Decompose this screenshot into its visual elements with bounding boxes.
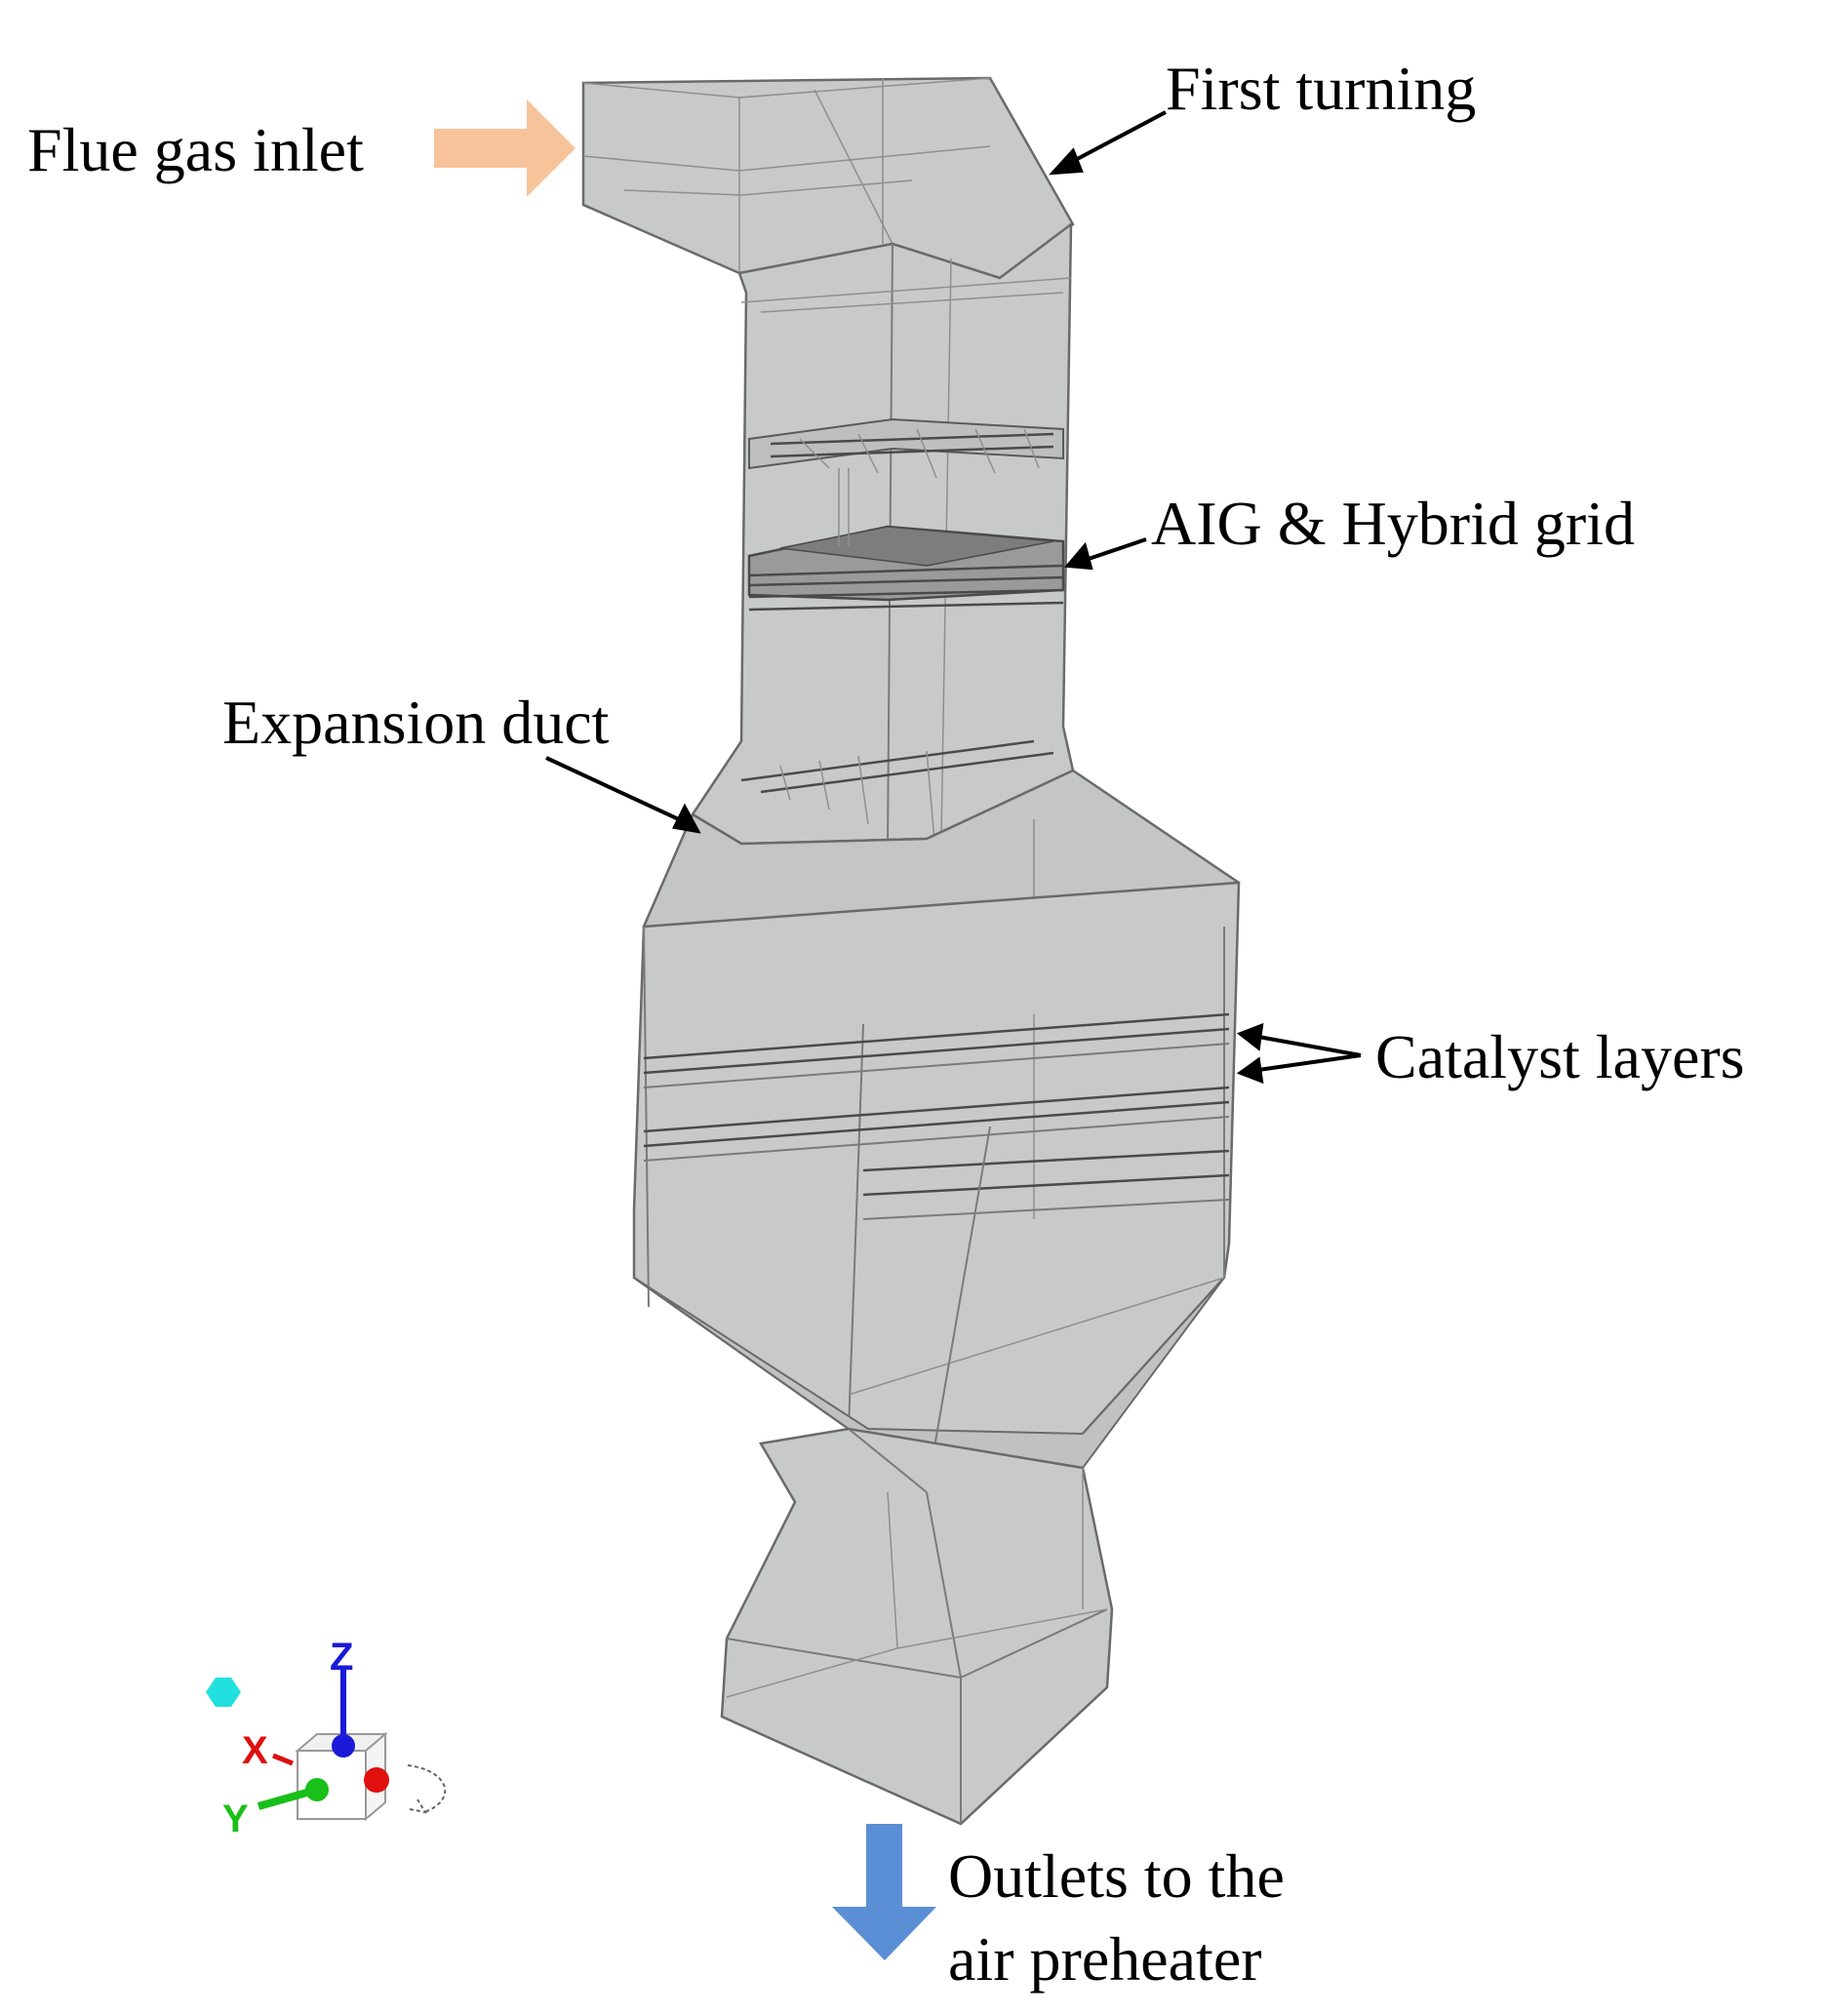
triad-y-label: Y	[222, 1798, 249, 1840]
outlet-duct	[720, 1427, 1114, 1826]
expansion-duct-pointer	[545, 756, 684, 823]
catalyst-layer-bands	[643, 1012, 1230, 1220]
inlet-label: Flue gas inlet	[27, 115, 364, 184]
outlet-label-line1: Outlets to the	[948, 1841, 1285, 1911]
triad-x-label: X	[242, 1729, 268, 1772]
rotate-icon[interactable]	[407, 1764, 447, 1814]
first-turning-pointer	[1067, 110, 1167, 166]
inlet-duct	[581, 76, 1075, 280]
inlet-flow-arrow	[434, 99, 576, 197]
catalyst-layers-label: Catalyst layers	[1375, 1022, 1745, 1091]
scr-duct-model	[581, 76, 1241, 1826]
triad-z-label: Z	[330, 1636, 353, 1679]
outlet-flow-arrow	[832, 1824, 936, 1960]
catalyst-layer-pointer-1	[1257, 1035, 1362, 1057]
hybrid-grid	[747, 468, 1065, 612]
first-turning-label: First turning	[1166, 54, 1476, 123]
aig-grid-pointer	[1082, 537, 1147, 563]
aig-upper-grid	[748, 417, 1064, 479]
catalyst-layer-pointer-2	[1257, 1053, 1362, 1072]
expansion-duct-label: Expansion duct	[222, 688, 610, 757]
outlet-label-line2: air preheater	[948, 1924, 1262, 1994]
aig-grid-label: AIG & Hybrid grid	[1151, 489, 1635, 558]
triad-cyan-dot	[206, 1678, 241, 1707]
triad-face-dot	[364, 1767, 389, 1793]
injection-lances	[740, 739, 1084, 864]
callout-arrows	[545, 110, 1362, 1085]
axis-triad: Z X Y	[206, 1636, 447, 1840]
